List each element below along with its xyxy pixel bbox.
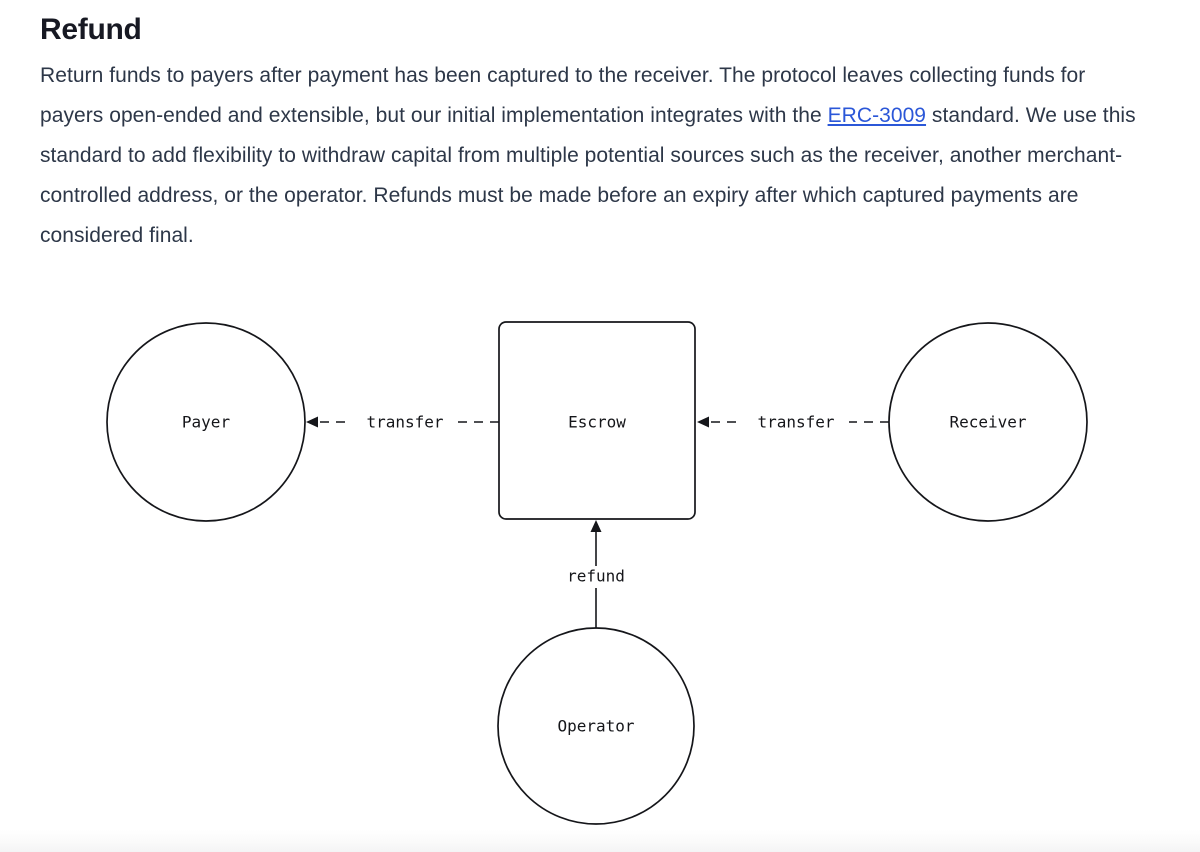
- node-receiver: Receiver: [888, 322, 1088, 522]
- payer-label: Payer: [182, 413, 231, 432]
- erc-3009-link[interactable]: ERC-3009: [827, 104, 927, 127]
- escrow-box: [498, 321, 696, 520]
- escrow-to-payer-arrowhead: [306, 416, 318, 428]
- article-section: Refund Return funds to payers after paym…: [40, 10, 1150, 256]
- operator-to-escrow-label: refund: [567, 567, 625, 586]
- edge-operator-to-escrow: refund: [567, 520, 625, 628]
- node-operator: Operator: [497, 627, 695, 825]
- operator-label: Operator: [557, 717, 634, 736]
- receiver-label: Receiver: [949, 413, 1026, 432]
- refund-description-paragraph: Return funds to payers after payment has…: [40, 56, 1142, 256]
- node-escrow: Escrow: [498, 321, 696, 520]
- paragraph-text-after-link: standard. We use this standard to add fl…: [40, 104, 1136, 247]
- receiver-to-escrow-arrowhead: [697, 416, 709, 428]
- operator-to-escrow-arrowhead: [590, 520, 602, 532]
- page-title: Refund: [40, 13, 142, 46]
- escrow-to-payer-label: transfer: [366, 413, 443, 432]
- edge-escrow-to-payer: transfer: [306, 410, 499, 435]
- operator-circle: [497, 627, 695, 825]
- paragraph-text-before-link: Return funds to payers after payment has…: [40, 64, 1086, 127]
- receiver-to-escrow-label: transfer: [757, 413, 834, 432]
- edge-receiver-to-escrow: transfer: [697, 410, 889, 435]
- receiver-circle: [888, 322, 1088, 522]
- node-payer: Payer: [106, 322, 306, 522]
- page-bottom-fade: [0, 830, 1200, 852]
- receiver-to-escrow-label-backdrop: [743, 410, 849, 435]
- escrow-to-payer-label-backdrop: [352, 410, 458, 435]
- escrow-label: Escrow: [568, 413, 626, 432]
- payer-circle: [106, 322, 306, 522]
